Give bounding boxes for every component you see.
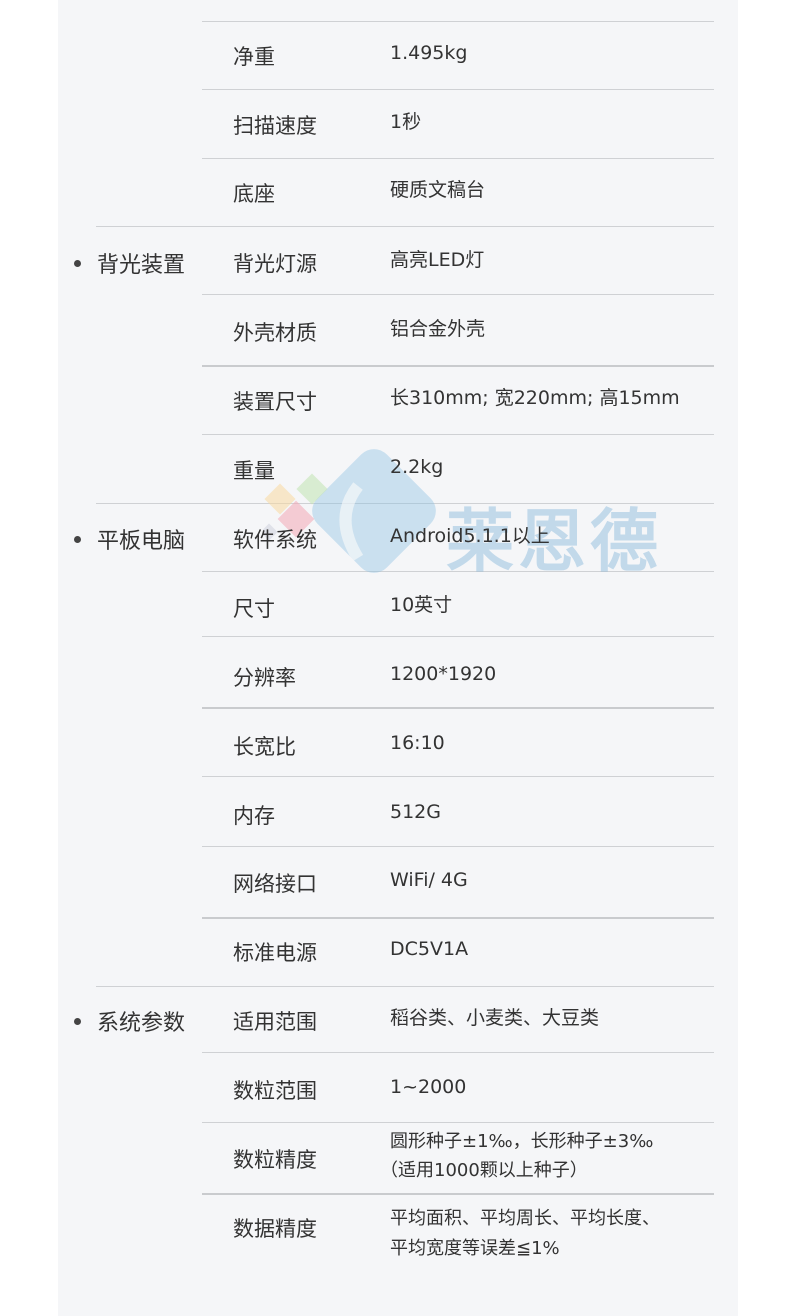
spec-value: WiFi/ 4G [390, 869, 468, 891]
spec-label: 适用范围 [233, 1010, 317, 1034]
row-divider [202, 89, 714, 90]
spec-value: 16:10 [390, 732, 445, 754]
row-divider [202, 707, 714, 709]
spec-value: 铝合金外壳 [390, 318, 486, 340]
row-divider [202, 158, 714, 159]
section-divider [96, 503, 714, 504]
spec-label: 数粒范围 [233, 1079, 317, 1103]
row-divider [202, 365, 714, 367]
spec-label: 背光灯源 [233, 252, 317, 276]
spec-label: 网络接口 [233, 872, 317, 896]
spec-label: 尺寸 [233, 597, 275, 621]
section-title-text: 背光装置 [97, 253, 186, 278]
section-title-text: 系统参数 [97, 1011, 186, 1036]
spec-value: 平均面积、平均周长、平均长度、 [390, 1208, 660, 1229]
row-divider [202, 917, 714, 919]
spec-label: 内存 [233, 804, 275, 828]
section-divider [96, 986, 714, 987]
section-title-tablet: 平板电脑 [74, 523, 185, 555]
spec-label: 底座 [233, 182, 275, 206]
row-divider [202, 1052, 714, 1053]
spec-label: 重量 [233, 459, 275, 483]
spec-label: 外壳材质 [233, 321, 317, 345]
section-title-system: 系统参数 [74, 1005, 185, 1037]
row-divider [202, 776, 714, 777]
row-divider [202, 636, 714, 637]
spec-label: 数粒精度 [233, 1148, 317, 1172]
spec-value: 1~2000 [390, 1076, 467, 1098]
row-divider [202, 846, 714, 847]
row-divider [202, 294, 714, 295]
spec-value: Android5.1.1以上 [390, 525, 550, 547]
spec-value: DC5V1A [390, 938, 469, 960]
spec-label: 扫描速度 [233, 114, 317, 138]
spec-label: 软件系统 [233, 528, 317, 552]
spec-label: 标准电源 [233, 941, 317, 965]
spec-value: 长310mm; 宽220mm; 高15mm [390, 387, 680, 409]
bullet-icon [74, 535, 81, 543]
spec-value: 硬质文稿台 [390, 179, 486, 201]
row-divider [202, 1193, 714, 1195]
spec-value: 1200*1920 [390, 663, 497, 685]
row-divider [202, 571, 714, 572]
spec-value: 512G [390, 801, 441, 823]
spec-label: 净重 [233, 45, 275, 69]
section-divider [96, 226, 714, 227]
spec-panel: 莱恩德 净重 1.495kg 扫描速度 1秒 底座 硬质文稿台 背光装置 背光灯… [58, 0, 738, 1316]
spec-label: 数据精度 [233, 1217, 317, 1241]
spec-label: 长宽比 [233, 735, 296, 759]
row-divider [202, 21, 714, 22]
section-title-backlight: 背光装置 [74, 247, 185, 279]
spec-label: 分辨率 [233, 666, 296, 690]
spec-value: 稻谷类、小麦类、大豆类 [390, 1007, 600, 1029]
bullet-icon [74, 1017, 81, 1025]
spec-value: （适用1000颗以上种子） [380, 1160, 588, 1181]
spec-value: 高亮LED灯 [390, 249, 485, 271]
bullet-icon [74, 259, 81, 267]
row-divider [202, 1122, 714, 1123]
spec-value: 圆形种子±1‰，长形种子±3‰ [390, 1131, 654, 1152]
spec-value: 1.495kg [390, 42, 468, 64]
spec-value: 10英寸 [390, 594, 453, 616]
spec-value: 2.2kg [390, 456, 444, 478]
row-divider [202, 434, 714, 435]
spec-value: 平均宽度等误差≦1% [390, 1238, 560, 1259]
spec-label: 装置尺寸 [233, 390, 317, 414]
section-title-text: 平板电脑 [97, 529, 186, 554]
spec-value: 1秒 [390, 111, 422, 133]
